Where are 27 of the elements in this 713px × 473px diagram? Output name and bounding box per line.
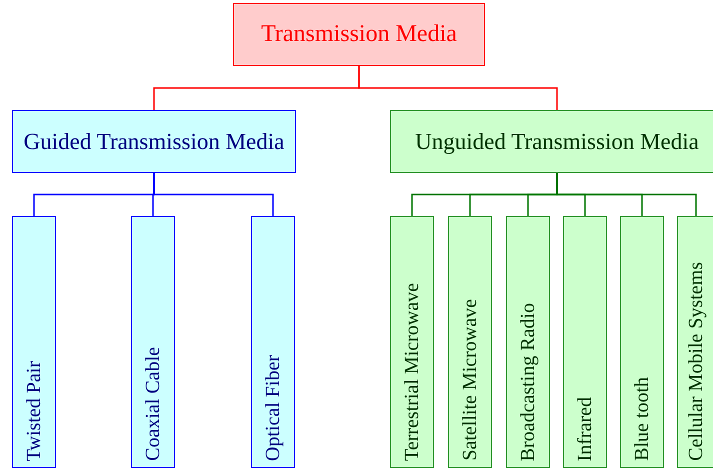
node-label: Transmission Media: [261, 20, 457, 49]
leaf-box: [131, 216, 175, 468]
leaf-box: [251, 216, 295, 468]
connector-line: [153, 173, 274, 216]
leaf-box: [506, 216, 550, 468]
node-label: Infrared: [573, 396, 597, 461]
node-label: Unguided Transmission Media: [415, 128, 699, 156]
category-box: [12, 110, 296, 173]
category-box: [233, 3, 485, 66]
node-label: Guided Transmission Media: [24, 128, 284, 156]
connector-line: [556, 173, 697, 216]
leaf-box: [620, 216, 664, 468]
leaf-box: [390, 216, 434, 468]
node-label: Cellular Mobile Systems: [684, 262, 708, 461]
node-label: Terrestrial Microwave: [400, 283, 424, 461]
leaf-box: [448, 216, 492, 468]
leaf-box: [677, 216, 713, 468]
node-label: Coaxial Cable: [141, 347, 165, 461]
leaf-box: [563, 216, 607, 468]
node-label: Satellite Microwave: [458, 299, 482, 461]
leaf-box: [12, 216, 56, 468]
connector-line: [358, 66, 558, 110]
node-label: Optical Fiber: [261, 354, 285, 461]
node-label: Broadcasting Radio: [516, 302, 540, 461]
category-box: [390, 110, 713, 173]
node-label: Twisted Pair: [22, 360, 46, 461]
node-label: Blue tooth: [630, 377, 654, 461]
